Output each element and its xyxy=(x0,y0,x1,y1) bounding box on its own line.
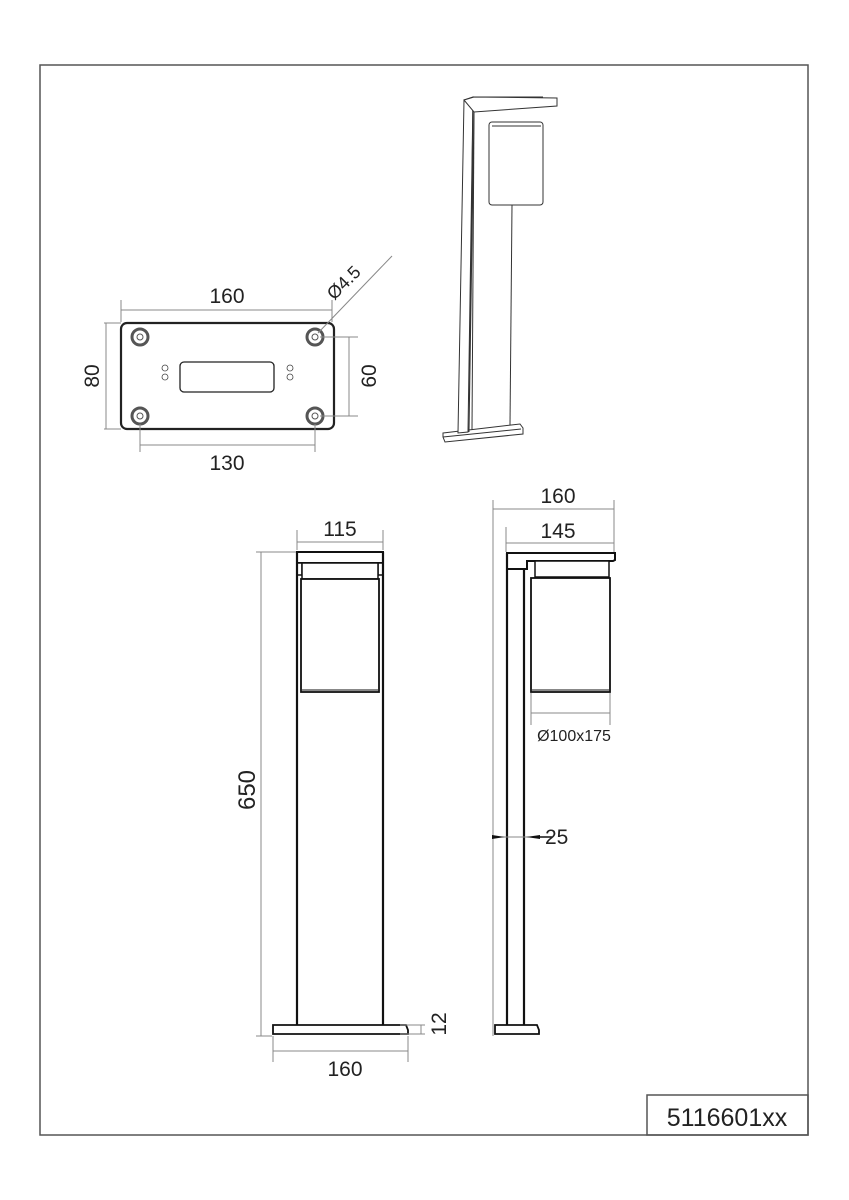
dim-total-depth: 160 xyxy=(540,485,575,508)
front-view: 115 650 160 12 xyxy=(234,518,451,1081)
dim-shade-size: Ø100x175 xyxy=(537,728,611,745)
dim-head-width: 115 xyxy=(323,518,356,541)
dim-hole-diameter: Ø4.5 xyxy=(323,262,365,304)
dim-post-width: 25 xyxy=(545,826,568,849)
dim-hole-spacing-horizontal: 130 xyxy=(209,452,244,475)
dim-arm-depth: 145 xyxy=(540,520,575,543)
perspective-view xyxy=(442,96,558,443)
part-number: 5116601xx xyxy=(667,1104,788,1132)
title-block: 5116601xx xyxy=(646,1094,809,1136)
side-view: 160 145 Ø100x175 25 xyxy=(492,485,616,1036)
dim-hole-spacing-vertical: 60 xyxy=(358,364,381,387)
base-plate-view: 160 80 60 130 Ø4.5 xyxy=(81,255,393,475)
dim-base-thickness: 12 xyxy=(428,1012,451,1035)
dim-plate-width: 160 xyxy=(209,285,244,308)
dim-base-width: 160 xyxy=(327,1058,362,1081)
drawing-frame xyxy=(39,64,809,1136)
dim-plate-height: 80 xyxy=(81,364,104,387)
dim-total-height: 650 xyxy=(234,770,261,810)
